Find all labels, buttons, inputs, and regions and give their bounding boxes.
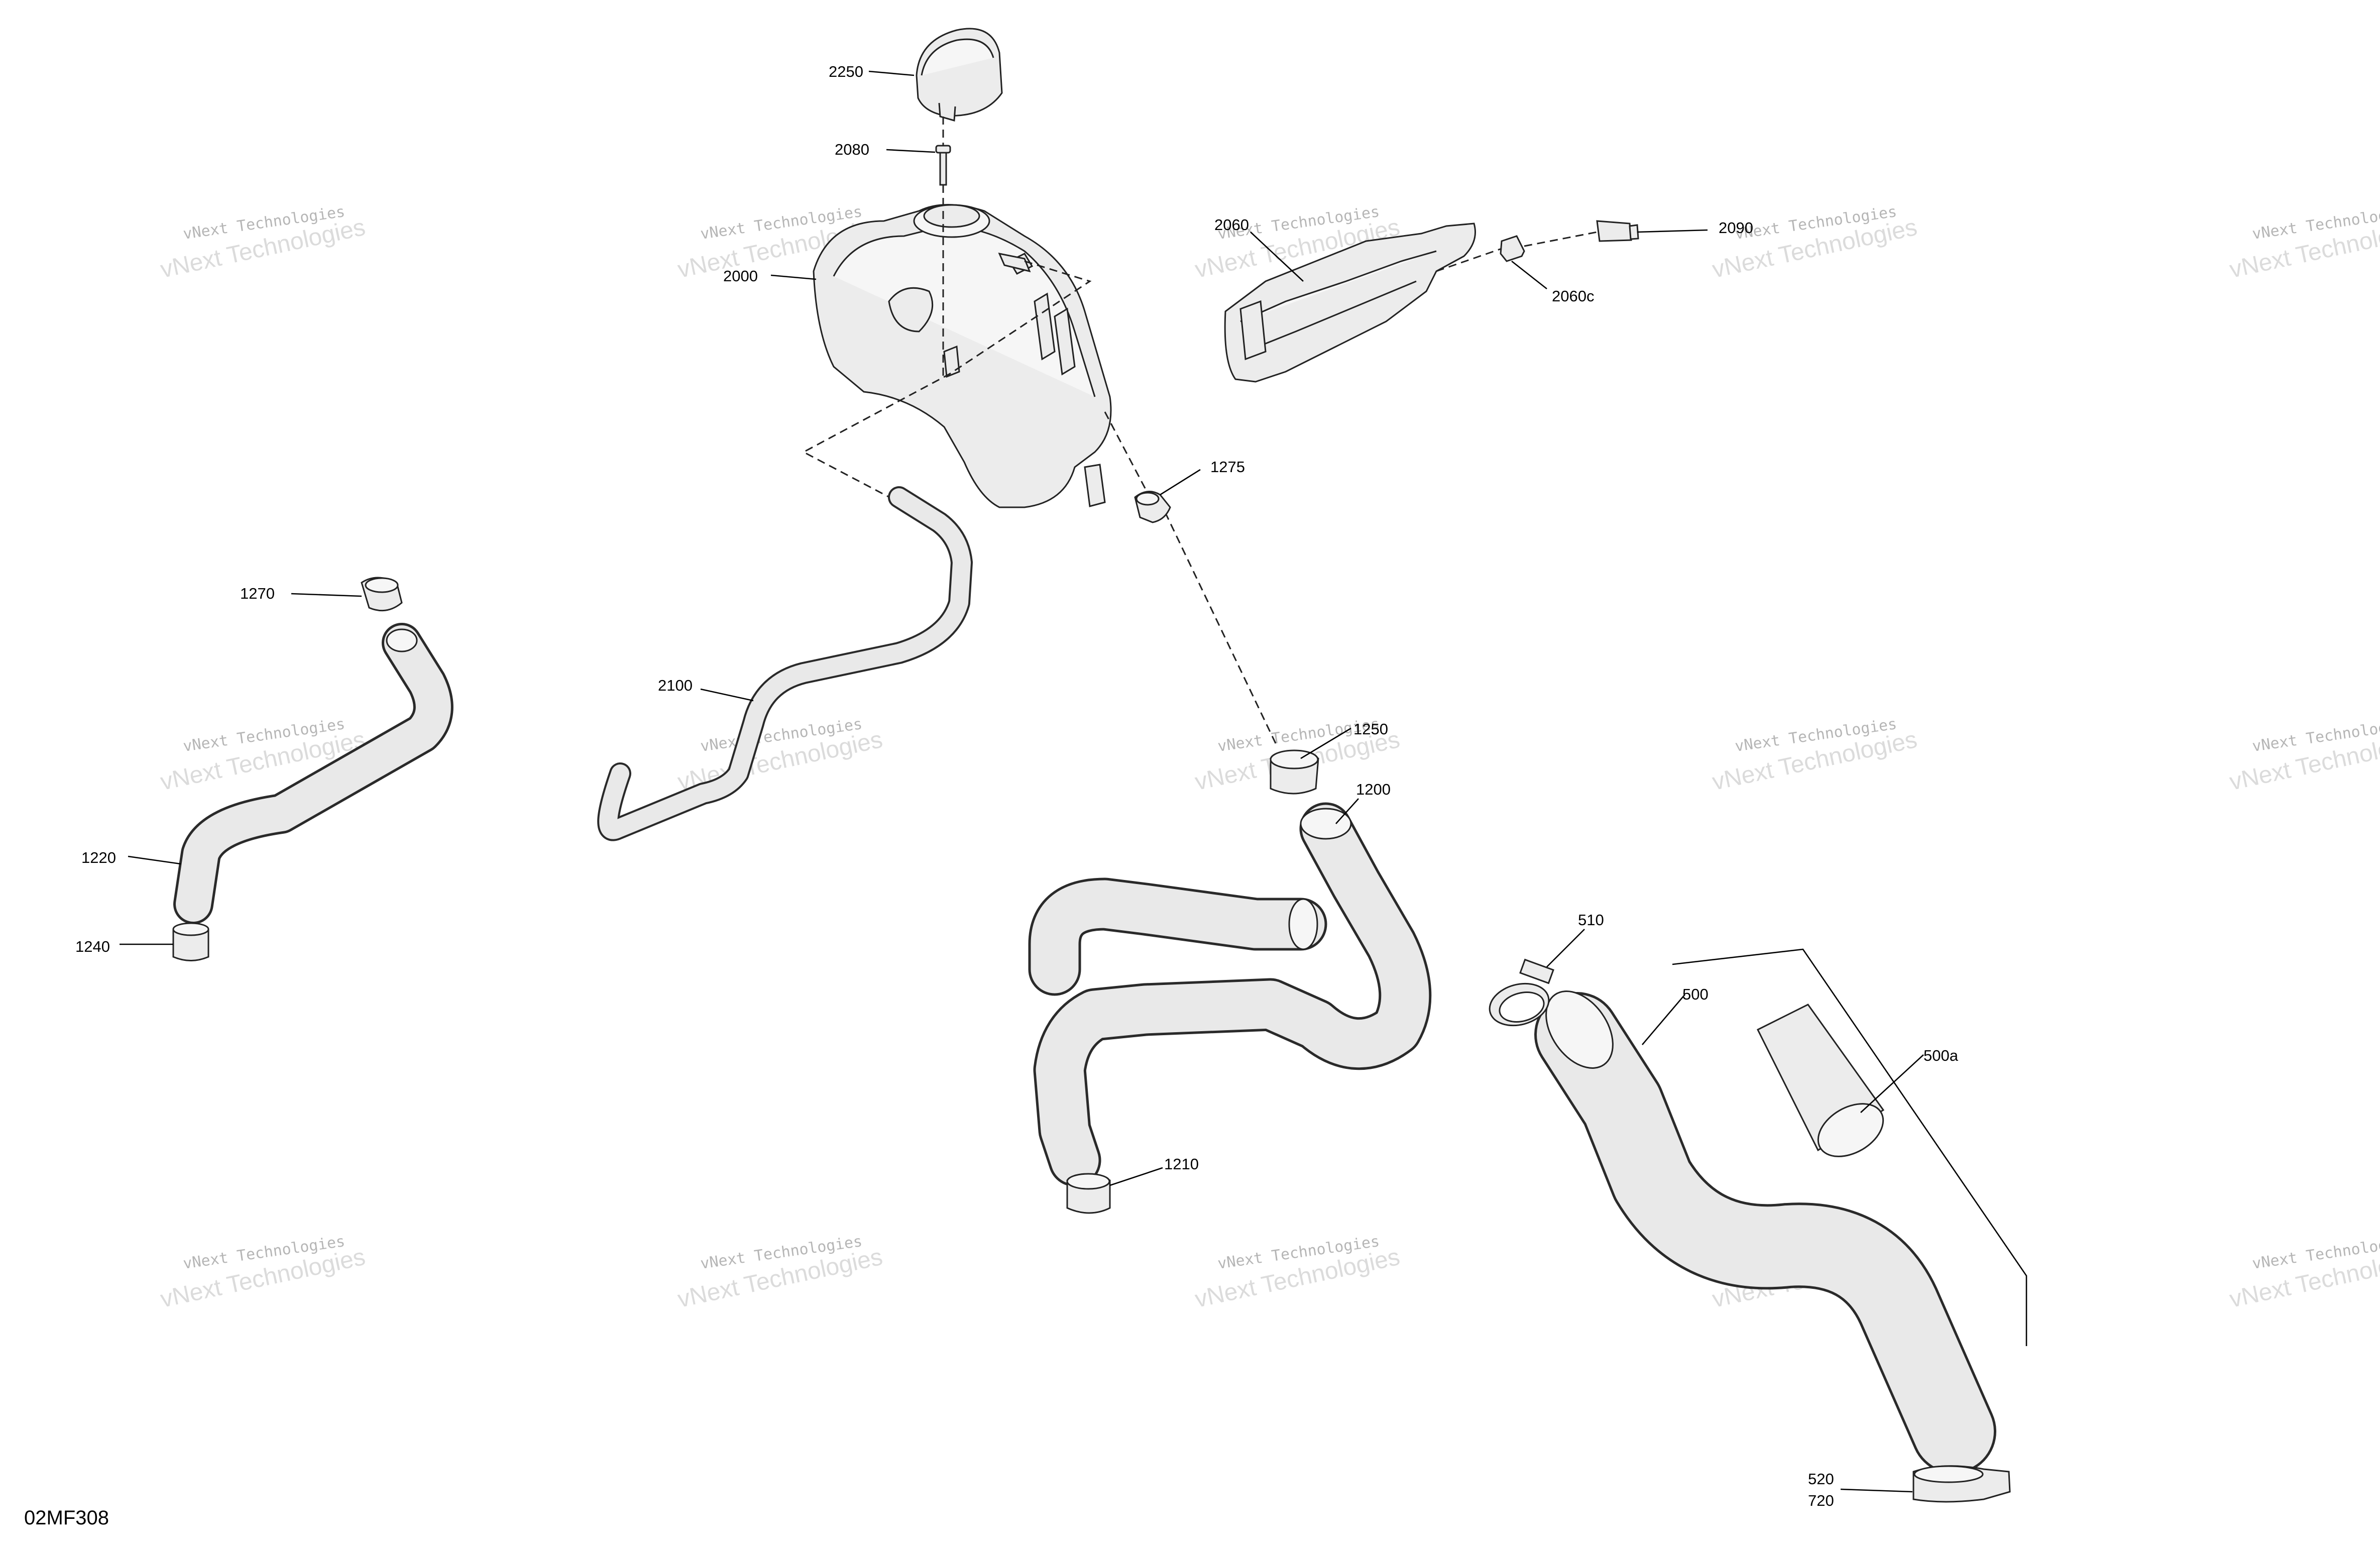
callout-2080: 2080	[835, 141, 869, 158]
screw-2080	[935, 145, 951, 186]
hose-1220	[173, 623, 454, 924]
callout-1240: 1240	[75, 938, 110, 955]
clamp-1210	[1066, 1173, 1111, 1214]
callout-1200: 1200	[1356, 781, 1391, 798]
callout-1220: 1220	[81, 849, 116, 866]
callout-2100: 2100	[658, 677, 693, 694]
hose-500a	[1756, 1004, 1885, 1157]
leader-lines	[120, 70, 1924, 1493]
callout-2060: 2060	[1214, 216, 1249, 234]
callout-510: 510	[1578, 911, 1604, 929]
callout-1210: 1210	[1164, 1155, 1199, 1173]
reservoir-bracket	[1224, 223, 1476, 383]
bolt-2090	[1596, 220, 1639, 242]
callout-1250: 1250	[1353, 720, 1388, 738]
radiator-cap	[916, 28, 1003, 122]
hose-500	[1534, 990, 1996, 1474]
clamp-1250	[1270, 749, 1319, 795]
callout-500a: 500a	[1923, 1047, 1959, 1064]
figure-id: 02MF308	[24, 1507, 109, 1529]
clamp-510	[1489, 958, 1554, 1027]
callout-1275: 1275	[1210, 458, 1245, 476]
callout-2250: 2250	[829, 63, 863, 80]
clamp-1270	[361, 577, 403, 612]
callout-2060c: 2060c	[1552, 287, 1594, 305]
clamp-1240	[172, 922, 209, 961]
callout-2090: 2090	[1719, 219, 1753, 237]
callout-720: 720	[1808, 1492, 1834, 1509]
clamp-1275	[1134, 491, 1171, 523]
coolant-reservoir	[813, 204, 1112, 508]
overflow-hose	[597, 486, 973, 841]
nut-2060c	[1500, 235, 1525, 262]
callout-1270: 1270	[240, 585, 275, 602]
callout-labels: 2250 2080 2000 2060 2060c 2090 1275 1270…	[75, 63, 1959, 1509]
callout-2000: 2000	[723, 267, 758, 285]
hose-1200	[1028, 802, 1432, 1187]
callout-500: 500	[1682, 985, 1709, 1003]
clamp-520	[1912, 1465, 2011, 1503]
callout-520: 520	[1808, 1470, 1834, 1488]
